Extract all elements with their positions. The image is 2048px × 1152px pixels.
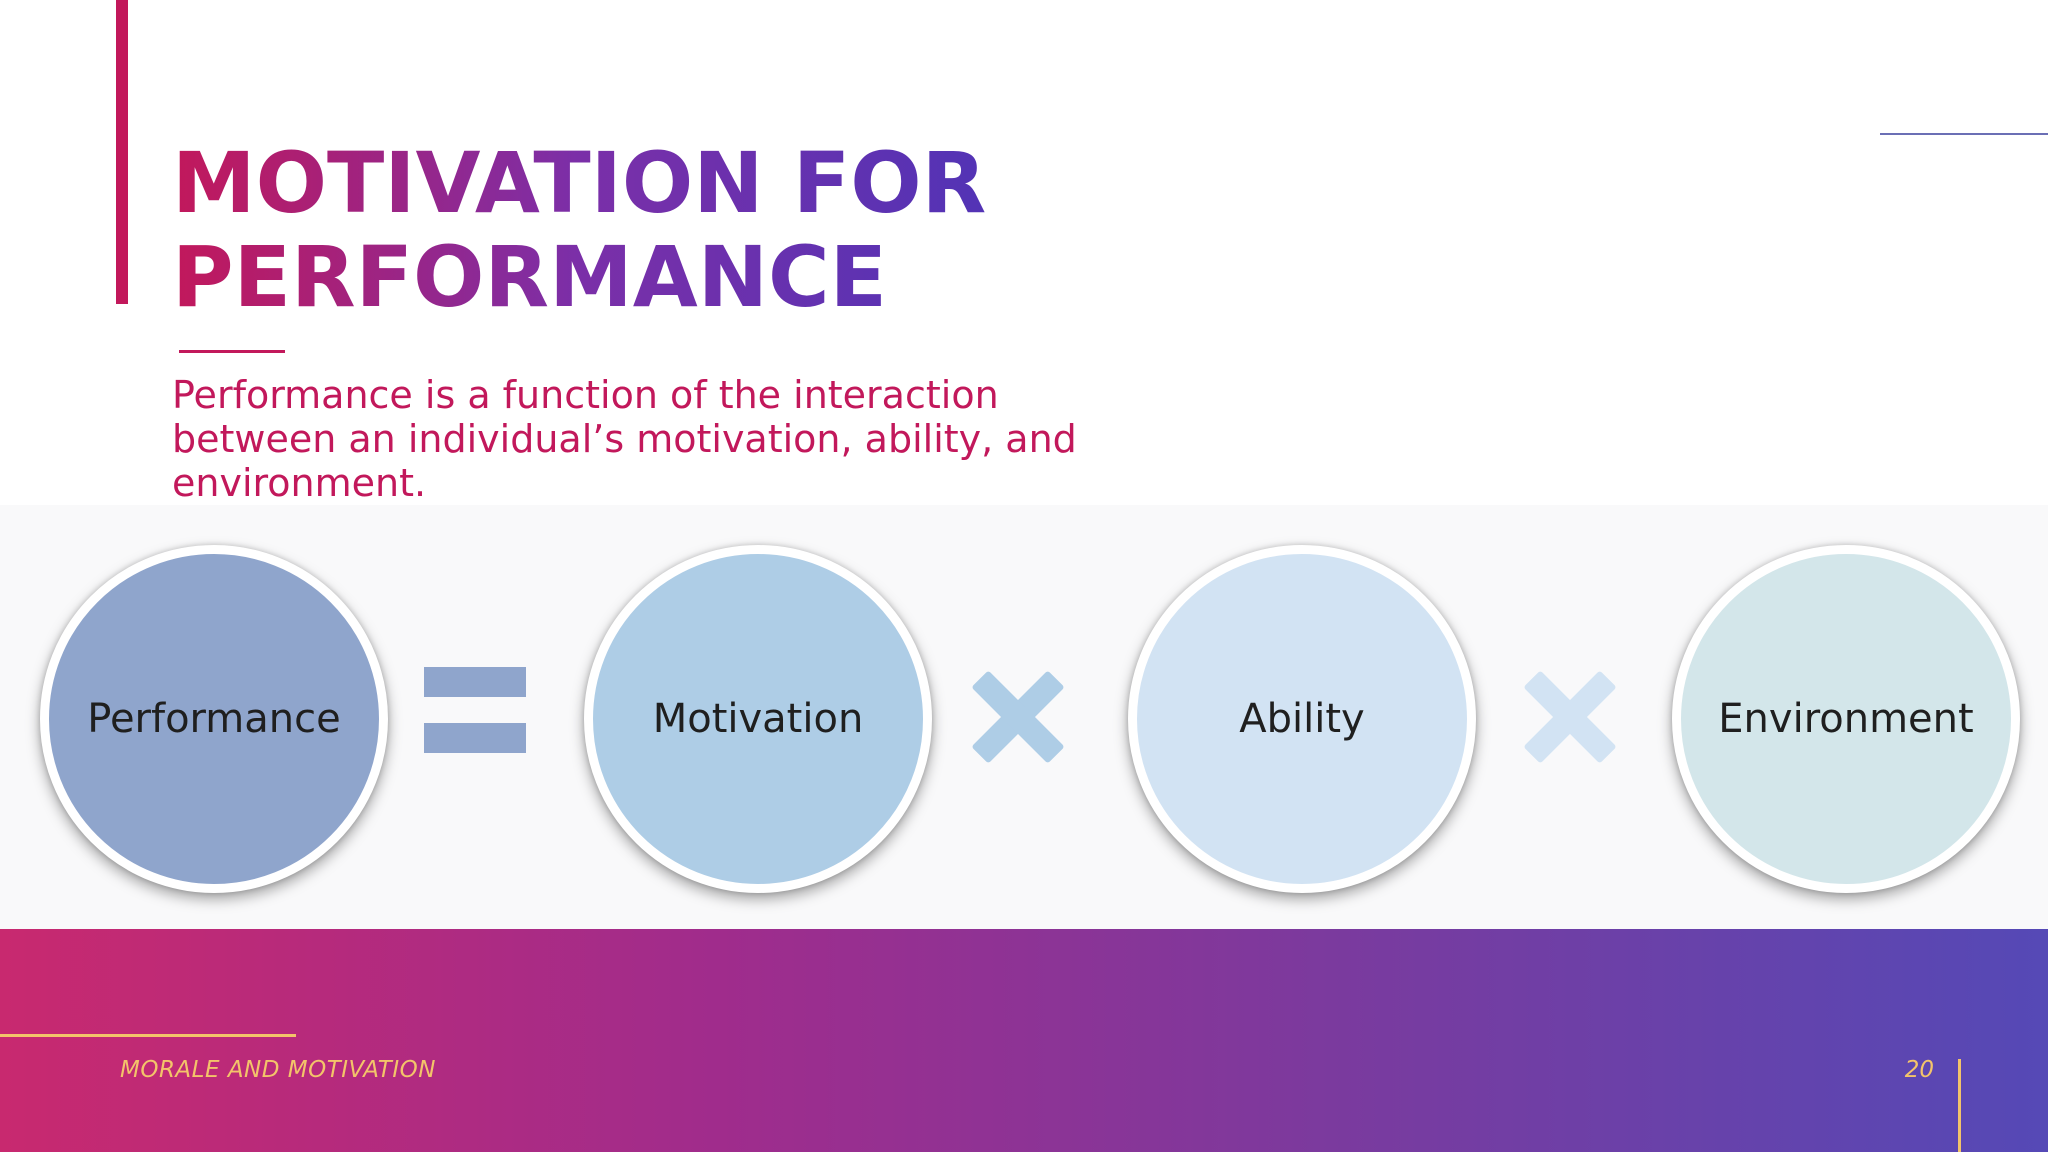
environment-label: Environment <box>1718 696 1974 742</box>
performance-label: Performance <box>87 696 341 742</box>
ability-label: Ability <box>1239 696 1365 742</box>
motivation-circle: Motivation <box>584 545 932 893</box>
performance-equation-diagram: Performance Motivation Ability Environme… <box>0 505 2048 929</box>
multiply-icon <box>1520 667 1620 767</box>
performance-circle: Performance <box>40 545 388 893</box>
page-number: 20 <box>1904 1057 1934 1083</box>
multiply-icon <box>968 667 1068 767</box>
equals-bar-bottom <box>424 723 526 753</box>
accent-bar <box>116 0 128 304</box>
footer-accent-line <box>0 1034 296 1037</box>
equals-icon <box>424 667 526 753</box>
page-number-divider <box>1958 1059 1961 1152</box>
top-right-divider <box>1880 133 2048 135</box>
slide-title: MOTIVATION FOR PERFORMANCE <box>172 136 1072 324</box>
equals-bar-top <box>424 667 526 697</box>
environment-circle: Environment <box>1672 545 2020 893</box>
slide-subtitle: Performance is a function of the interac… <box>172 373 1077 505</box>
footer-band: MORALE AND MOTIVATION 20 <box>0 929 2048 1152</box>
motivation-label: Motivation <box>652 696 864 742</box>
ability-circle: Ability <box>1128 545 1476 893</box>
footer-title: MORALE AND MOTIVATION <box>120 1057 436 1083</box>
title-underline <box>179 350 285 353</box>
